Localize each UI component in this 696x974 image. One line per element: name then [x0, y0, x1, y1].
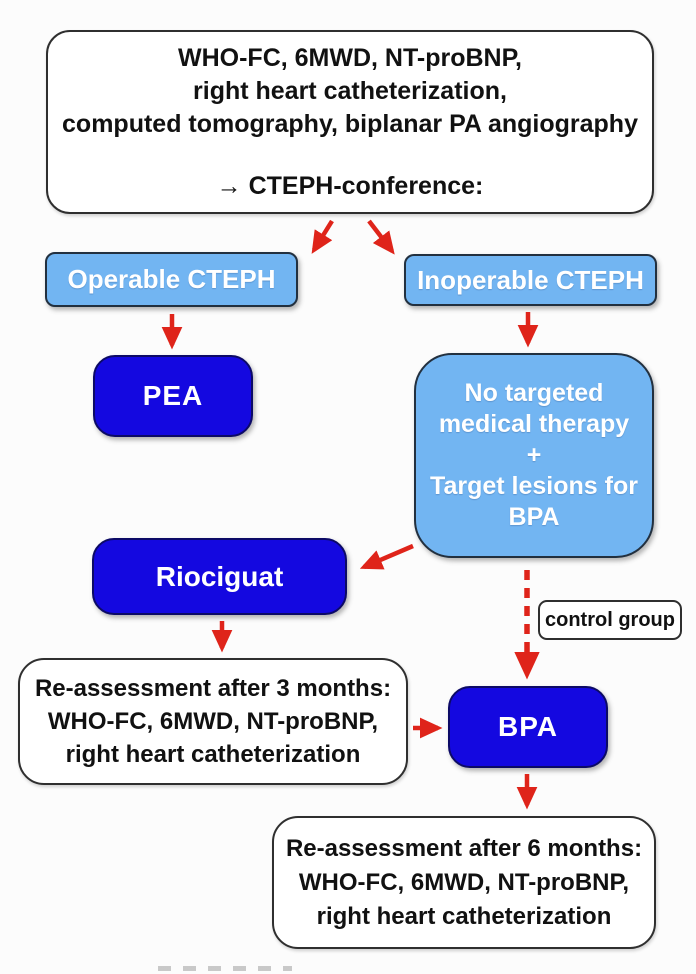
assessment-line: computed tomography, biplanar PA angiogr… [62, 109, 638, 138]
inoperable-cteph-label: Inoperable CTEPH [417, 264, 644, 295]
riociguat-label: Riociguat [155, 560, 284, 592]
assessment-line: right heart catheterization, [193, 76, 507, 105]
control-group-label-box: control group [538, 600, 682, 640]
reassess-3m-line: right heart catheterization [65, 741, 361, 768]
reassessment-3-months-box: Re-assessment after 3 months: WHO-FC, 6M… [18, 658, 408, 785]
riociguat-box: Riociguat [92, 538, 347, 615]
operable-cteph-box: Operable CTEPH [45, 252, 298, 307]
no-therapy-line: + [526, 441, 542, 469]
no-therapy-line: medical therapy [438, 410, 630, 438]
bpa-box: BPA [448, 686, 608, 768]
scan-artifact [158, 966, 292, 971]
arrow-conference-to-inoperable [367, 219, 395, 255]
no-therapy-line: Target lesions for [430, 472, 638, 500]
no-therapy-line: No targeted [464, 379, 604, 407]
reassess-6m-line: WHO-FC, 6MWD, NT-proBNP, [298, 868, 630, 896]
arrow-conference-to-operable [311, 219, 334, 254]
reassess-6m-line: right heart catheterization [316, 902, 612, 930]
pea-box: PEA [93, 355, 253, 437]
no-targeted-therapy-box: No targeted medical therapy + Target les… [414, 353, 654, 558]
assessment-line: WHO-FC, 6MWD, NT-proBNP, [178, 43, 522, 72]
no-therapy-line: BPA [508, 503, 560, 531]
reassessment-6-months-box: Re-assessment after 6 months: WHO-FC, 6M… [272, 816, 656, 949]
operable-cteph-label: Operable CTEPH [67, 264, 276, 294]
control-group-label: control group [545, 608, 675, 631]
baseline-assessment-box: WHO-FC, 6MWD, NT-proBNP, right heart cat… [46, 30, 654, 214]
reassess-3m-line: WHO-FC, 6MWD, NT-proBNP, [47, 708, 379, 735]
inoperable-cteph-box: Inoperable CTEPH [404, 254, 657, 306]
cteph-conference-line: → CTEPH-conference: [216, 171, 484, 200]
reassess-3m-line: Re-assessment after 3 months: [34, 675, 392, 702]
reassess-6m-line: Re-assessment after 6 months: [285, 834, 643, 862]
pea-label: PEA [142, 380, 204, 411]
bpa-label: BPA [497, 711, 559, 742]
arrow-no-therapy-to-riociguat [359, 543, 414, 570]
